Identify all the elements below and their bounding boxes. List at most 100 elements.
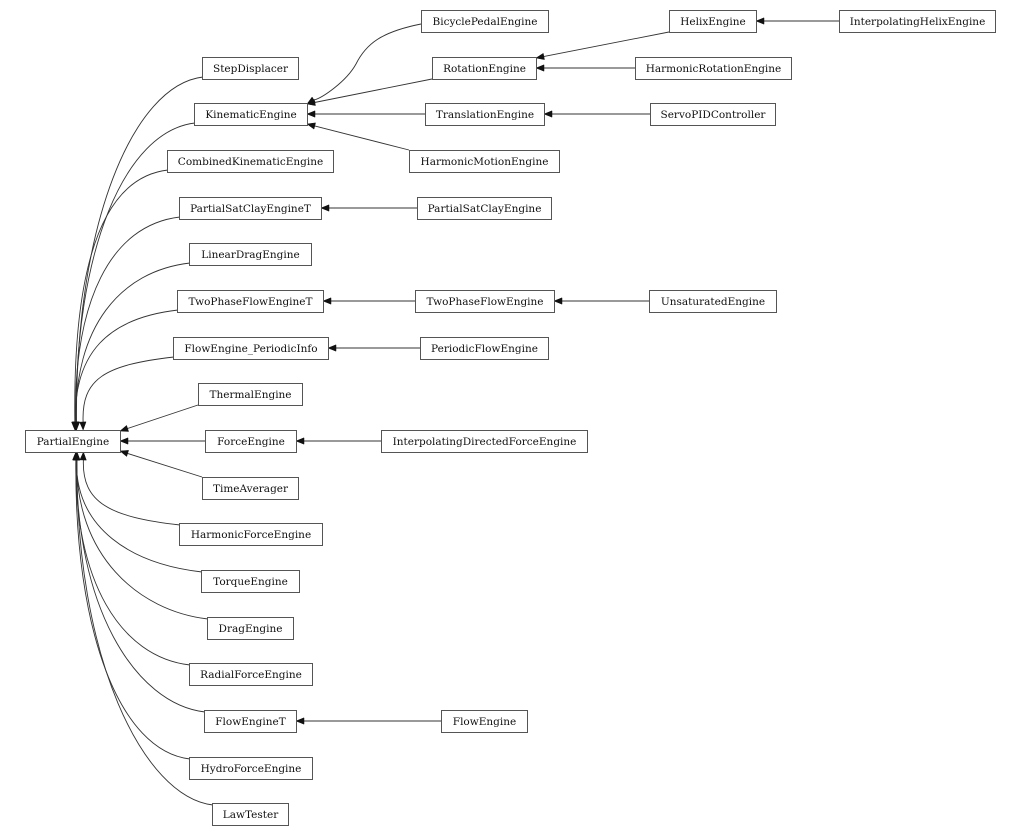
node-linear-drag-engine[interactable]: LinearDragEngine <box>189 243 312 266</box>
node-drag-engine[interactable]: DragEngine <box>207 617 294 640</box>
node-partial-sat-clay-engine-t[interactable]: PartialSatClayEngineT <box>179 197 322 220</box>
node-flow-engine-t[interactable]: FlowEngineT <box>204 710 297 733</box>
node-box <box>415 290 555 313</box>
node-box <box>649 290 777 313</box>
arrowhead-icon <box>306 122 316 130</box>
node-thermal-engine[interactable]: ThermalEngine <box>198 383 303 406</box>
node-label: LawTester <box>223 809 279 821</box>
edge-servo-pid-controller-to-translation-engine <box>543 110 650 118</box>
arrowhead-icon <box>755 17 765 25</box>
node-harmonic-force-engine[interactable]: HarmonicForceEngine <box>179 523 323 546</box>
edge-line <box>126 404 199 430</box>
node-box <box>425 103 545 126</box>
node-hydro-force-engine[interactable]: HydroForceEngine <box>189 757 313 780</box>
edge-line <box>76 458 203 573</box>
node-box <box>650 103 776 126</box>
node-flow-engine-periodic-info[interactable]: FlowEngine_PeriodicInfo <box>173 337 329 360</box>
arrowhead-icon <box>79 421 87 431</box>
node-label: InterpolatingHelixEngine <box>850 16 986 28</box>
node-time-averager[interactable]: TimeAverager <box>202 477 299 500</box>
edge-partial-sat-clay-engine-to-partial-sat-clay-engine-t <box>320 204 417 212</box>
arrowhead-icon <box>119 450 129 457</box>
node-force-engine[interactable]: ForceEngine <box>205 430 297 453</box>
node-servo-pid-controller[interactable]: ServoPIDController <box>650 103 776 126</box>
node-harmonic-rotation-engine[interactable]: HarmonicRotationEngine <box>635 57 792 80</box>
node-label: StepDisplacer <box>213 63 289 75</box>
node-box <box>669 10 757 33</box>
node-label: TimeAverager <box>213 483 289 495</box>
edge-flow-engine-to-flow-engine-t <box>295 717 441 725</box>
node-radial-force-engine[interactable]: RadialForceEngine <box>189 663 313 686</box>
node-label: TwoPhaseFlowEngine <box>426 296 543 308</box>
arrowhead-icon <box>119 437 129 445</box>
arrowhead-icon <box>535 52 545 60</box>
node-unsaturated-engine[interactable]: UnsaturatedEngine <box>649 290 777 313</box>
arrowhead-icon <box>553 297 563 305</box>
node-rotation-engine[interactable]: RotationEngine <box>432 57 537 80</box>
edge-line <box>313 23 422 101</box>
node-partial-sat-clay-engine[interactable]: PartialSatClayEngine <box>417 197 552 220</box>
arrowhead-icon <box>306 110 316 118</box>
edge-linear-drag-engine-to-partial-engine <box>72 262 191 431</box>
arrowhead-icon <box>295 437 305 445</box>
node-harmonic-motion-engine[interactable]: HarmonicMotionEngine <box>409 150 560 173</box>
node-kinematic-engine[interactable]: KinematicEngine <box>194 103 308 126</box>
node-translation-engine[interactable]: TranslationEngine <box>425 103 545 126</box>
node-box <box>194 103 308 126</box>
node-label: ServoPIDController <box>661 109 767 121</box>
node-torque-engine[interactable]: TorqueEngine <box>201 570 300 593</box>
nodes-layer: PartialEngine StepDisplacerKinematicEngin… <box>25 10 996 826</box>
node-flow-engine[interactable]: FlowEngine <box>441 710 528 733</box>
edge-periodic-flow-engine-to-flow-engine-periodic-info <box>327 344 420 352</box>
edge-line <box>76 458 206 713</box>
node-box <box>421 10 549 33</box>
node-law-tester[interactable]: LawTester <box>212 803 289 826</box>
node-box <box>212 803 289 826</box>
arrowhead-icon <box>322 297 332 305</box>
node-two-phase-flow-engine-t[interactable]: TwoPhaseFlowEngineT <box>177 290 324 313</box>
node-box <box>198 383 303 406</box>
node-periodic-flow-engine[interactable]: PeriodicFlowEngine <box>420 337 549 360</box>
edge-hydro-force-engine-to-partial-engine <box>72 451 191 760</box>
node-box <box>201 570 300 593</box>
node-two-phase-flow-engine[interactable]: TwoPhaseFlowEngine <box>415 290 555 313</box>
node-label: FlowEngine_PeriodicInfo <box>184 343 317 355</box>
node-label: HydroForceEngine <box>201 763 302 775</box>
node-box <box>202 57 299 80</box>
node-label: TorqueEngine <box>213 576 288 588</box>
edge-step-displacer-to-partial-engine <box>72 76 204 431</box>
node-partial-engine[interactable]: PartialEngine <box>25 430 121 453</box>
edge-law-tester-to-partial-engine <box>73 451 214 806</box>
node-interpolating-helix-engine[interactable]: InterpolatingHelixEngine <box>839 10 996 33</box>
node-box <box>207 617 294 640</box>
node-interpolating-directed-force-engine[interactable]: InterpolatingDirectedForceEngine <box>381 430 588 453</box>
node-bicycle-pedal-engine[interactable]: BicyclePedalEngine <box>421 10 549 33</box>
edge-harmonic-motion-engine-to-kinematic-engine <box>306 122 410 151</box>
node-label: PartialSatClayEngine <box>428 203 542 215</box>
edge-line <box>74 169 169 424</box>
node-box <box>179 523 323 546</box>
node-label: ForceEngine <box>217 436 285 448</box>
node-label: InterpolatingDirectedForceEngine <box>393 436 577 448</box>
node-label: CombinedKinematicEngine <box>178 156 323 168</box>
edge-line <box>75 458 191 760</box>
node-box <box>189 243 312 266</box>
edge-time-averager-to-partial-engine <box>119 450 203 478</box>
edge-helix-engine-to-rotation-engine <box>535 31 670 60</box>
edge-interpolating-directed-force-engine-to-force-engine <box>295 437 381 445</box>
edge-line <box>76 458 214 806</box>
edge-partial-sat-clay-engine-t-to-partial-engine <box>71 216 181 431</box>
edge-translation-engine-to-kinematic-engine <box>306 110 425 118</box>
edge-line <box>313 125 410 151</box>
edge-line <box>75 458 191 666</box>
node-helix-engine[interactable]: HelixEngine <box>669 10 757 33</box>
edge-harmonic-force-engine-to-partial-engine <box>79 451 181 526</box>
node-box <box>839 10 996 33</box>
node-step-displacer[interactable]: StepDisplacer <box>202 57 299 80</box>
edge-line <box>542 31 670 58</box>
node-combined-kinematic-engine[interactable]: CombinedKinematicEngine <box>167 150 334 173</box>
edge-radial-force-engine-to-partial-engine <box>72 451 191 666</box>
arrowhead-icon <box>73 451 81 461</box>
node-label: PartialSatClayEngineT <box>190 203 311 215</box>
